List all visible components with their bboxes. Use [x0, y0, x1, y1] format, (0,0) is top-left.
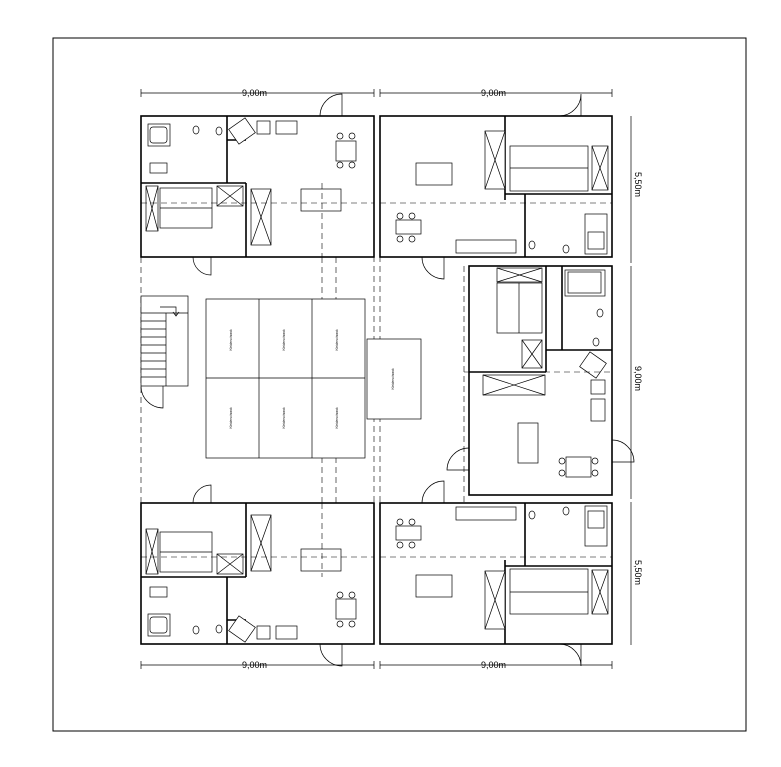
unit-middle-right [446, 265, 635, 496]
equipment-label-1: Kleiderschrank [229, 329, 233, 350]
equipment-label-6: Kleiderschrank [335, 407, 339, 428]
circulation-area: Kleiderschrank Kleiderschrank Kleidersch… [140, 116, 465, 644]
equipment-label-4: Kleiderschrank [229, 407, 233, 428]
storage-block [366, 338, 422, 420]
unit-bottom-left [140, 484, 375, 667]
equipment-label-5: Kleiderschrank [282, 407, 286, 428]
staircase [140, 295, 189, 387]
unit-top-left [140, 93, 375, 276]
equipment-label-3: Kleiderschrank [335, 329, 339, 350]
storage-grid [205, 298, 366, 459]
dim-right-upper: 5,50m [633, 172, 643, 197]
dim-right-lower: 5,50m [633, 560, 643, 585]
equipment-label-2: Kleiderschrank [282, 329, 286, 350]
dim-top-right: 9,00m [481, 88, 506, 98]
unit-bottom-right [379, 480, 613, 667]
dim-bottom-right: 9,00m [481, 660, 506, 670]
unit-top-right [379, 93, 613, 280]
equipment-label-7: Kleiderschrank [391, 368, 395, 389]
dim-top-left: 9,00m [242, 88, 267, 98]
sheet-frame [52, 37, 747, 732]
dim-right-middle: 9,00m [633, 366, 643, 391]
dim-bottom-left: 9,00m [242, 660, 267, 670]
